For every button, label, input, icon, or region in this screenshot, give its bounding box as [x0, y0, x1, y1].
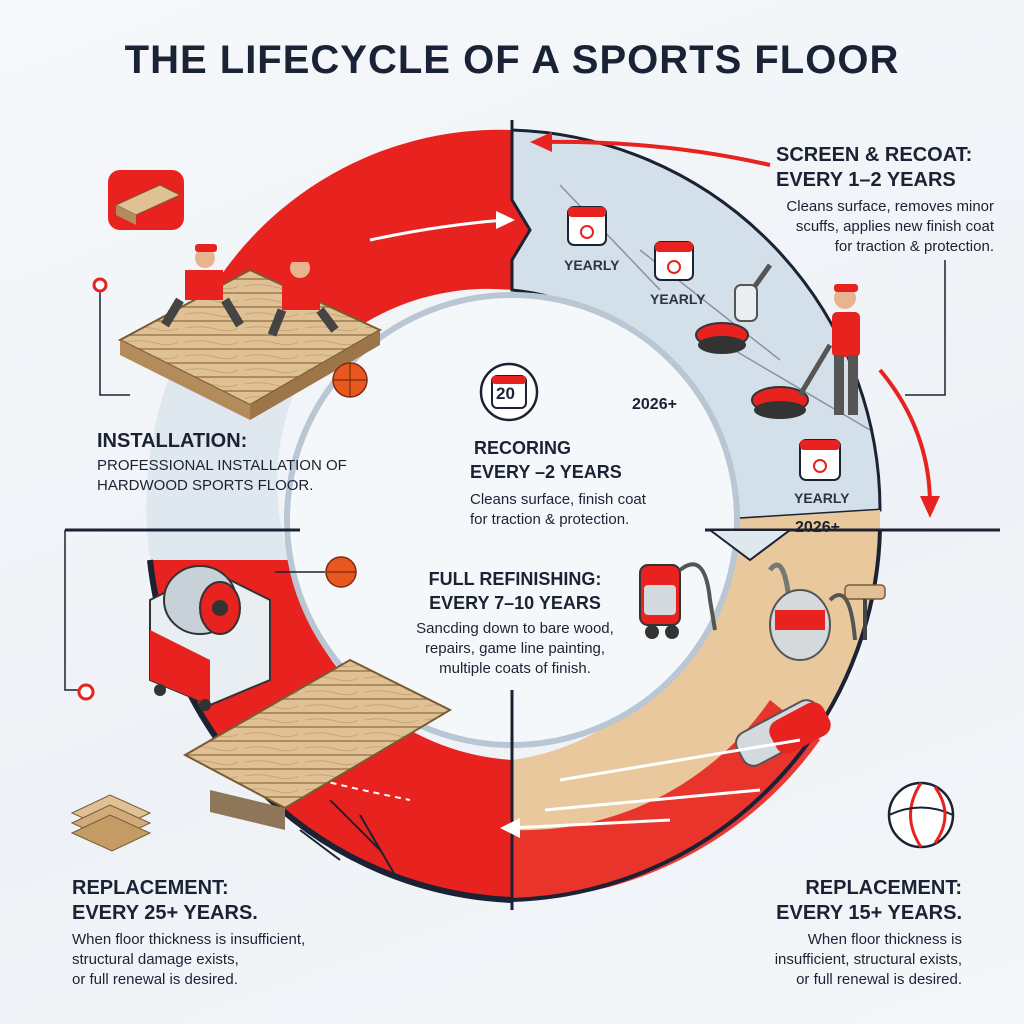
- refinishing-desc-2: repairs, game line painting,: [424, 640, 606, 657]
- recoring-desc-1: Cleans surface, finish coat: [470, 491, 646, 508]
- center-calendar-icon: [479, 362, 539, 422]
- screen-recoat-desc-3: for traction & protection.: [834, 238, 994, 255]
- installation-heading: INSTALLATION:: [97, 430, 248, 452]
- page-title: THE LIFECYCLE OF A SPORTS FLOOR: [124, 38, 900, 82]
- installation-desc-1: PROFESSIONAL INSTALLATION OF: [97, 457, 347, 474]
- recoring-heading-2: EVERY –2 YEARS: [470, 462, 622, 482]
- year-label-1: 2026+: [632, 396, 677, 413]
- screen-recoat-desc-1: Cleans surface, removes minor: [786, 198, 994, 215]
- calendar-1-label: YEARLY: [564, 257, 620, 273]
- calendar-1-icon: [567, 206, 607, 246]
- arrow-right: [878, 368, 940, 518]
- arrow-top: [530, 132, 771, 167]
- volleyball-icon: [887, 781, 955, 849]
- arrow-install: [369, 211, 515, 242]
- replacement-right-desc-3: or full renewal is desired.: [796, 971, 962, 988]
- replacement-right-block: REPLACEMENT: EVERY 15+ YEARS. When floor…: [690, 876, 962, 990]
- replacement-right-heading-1: REPLACEMENT:: [805, 877, 962, 899]
- calendar-3-icon: [799, 439, 841, 481]
- replacement-left-heading-1: REPLACEMENT:: [72, 877, 229, 899]
- center-calendar-number: 20: [496, 384, 515, 403]
- year-label-2: 2026+: [795, 519, 840, 536]
- replacement-right-desc-1: When floor thickness is: [807, 931, 962, 948]
- replacement-left-desc-3: or full renewal is desired.: [72, 971, 238, 988]
- replacement-left-desc-2: structural damage exists,: [72, 951, 239, 968]
- refinishing-desc-3: multiple coats of finish.: [439, 660, 591, 677]
- replacement-right-heading-2: EVERY 15+ YEARS.: [776, 902, 962, 924]
- screen-recoat-heading-1: SCREEN & RECOAT:: [776, 144, 973, 166]
- calendar-3-label: YEARLY: [794, 490, 850, 506]
- installation-desc-2: HARDWOOD SPORTS FLOOR.: [97, 477, 314, 494]
- sanding-machine-illustration: [64, 530, 453, 876]
- recoat-worker: [832, 260, 946, 415]
- calendar-2-label: YEARLY: [650, 291, 706, 307]
- replacement-left-heading-2: EVERY 25+ YEARS.: [72, 902, 258, 924]
- screen-recoat-heading-2: EVERY 1–2 YEARS: [776, 169, 956, 191]
- recoring-desc-2: for traction & protection.: [470, 511, 630, 528]
- refinishing-desc-1: Sancding down to bare wood,: [416, 620, 614, 637]
- screen-recoat-desc-2: scuffs, applies new finish coat: [795, 218, 994, 235]
- recoring-heading-1: RECORING: [474, 438, 572, 458]
- recoring-block: RECORING EVERY –2 YEARS Cleans surface, …: [470, 436, 646, 530]
- calendar-2-icon: [654, 241, 694, 281]
- refinishing-block: FULL REFINISHING: EVERY 7–10 YEARS Sancd…: [395, 567, 635, 679]
- replacement-left-block: REPLACEMENT: EVERY 25+ YEARS. When floor…: [72, 876, 305, 990]
- replacement-right-desc-2: insufficient, structural exists,: [774, 951, 962, 968]
- installation-block: INSTALLATION: PROFESSIONAL INSTALLATION …: [97, 429, 347, 496]
- installation-illustration: [92, 170, 383, 420]
- replacement-left-desc-1: When floor thickness is insufficient,: [72, 931, 306, 948]
- screen-recoat-block: SCREEN & RECOAT: EVERY 1–2 YEARS Cleans …: [776, 143, 994, 257]
- arrow-bottom: [500, 818, 671, 838]
- floor-buffer-machine: [695, 263, 833, 419]
- refinishing-heading-2: EVERY 7–10 YEARS: [429, 593, 601, 613]
- refinishing-heading-1: FULL REFINISHING:: [428, 569, 602, 589]
- refinishing-illustration: [544, 562, 886, 812]
